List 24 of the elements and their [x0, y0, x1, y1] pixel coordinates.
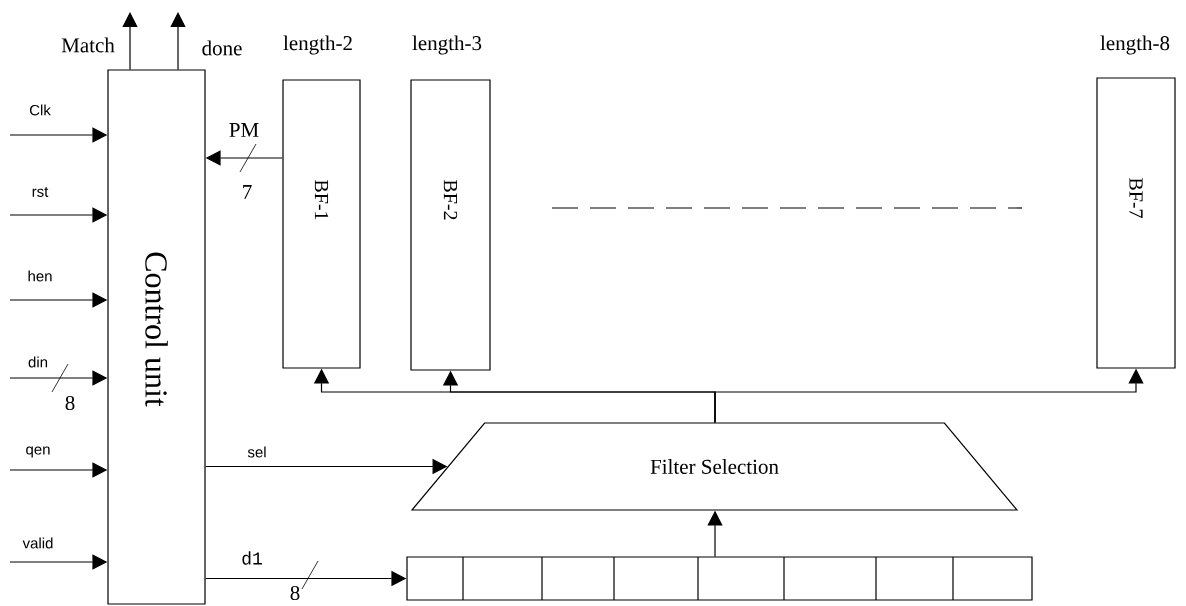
- shift-register: [406, 556, 1033, 601]
- signal-label: valid: [22, 537, 53, 549]
- length-label: length-2: [283, 35, 352, 55]
- signal-label: qen: [26, 446, 50, 458]
- signal-label: din: [28, 356, 48, 368]
- filter-box: BF-2: [410, 79, 491, 371]
- length-label: length-3: [412, 35, 482, 55]
- signal-label: sel: [247, 446, 266, 458]
- signal-label: Clk: [29, 104, 51, 116]
- length-label: length-8: [1100, 35, 1170, 55]
- signal-label: d1: [242, 551, 262, 565]
- signal-label: PM: [229, 123, 259, 137]
- filter-box: BF-1: [282, 79, 361, 369]
- control-unit-box: Control unit: [107, 69, 206, 605]
- signal-label: rst: [32, 187, 49, 197]
- arrow: [122, 12, 138, 70]
- bus-width: 7: [243, 185, 252, 199]
- bus-width: 8: [290, 585, 300, 601]
- signal-label: Match: [61, 37, 115, 53]
- filter-box: BF-7: [1096, 77, 1176, 369]
- signal-label: hen: [28, 270, 52, 282]
- arrow: [170, 12, 186, 70]
- signal-label: done: [202, 40, 242, 56]
- bus-width: 8: [65, 395, 75, 411]
